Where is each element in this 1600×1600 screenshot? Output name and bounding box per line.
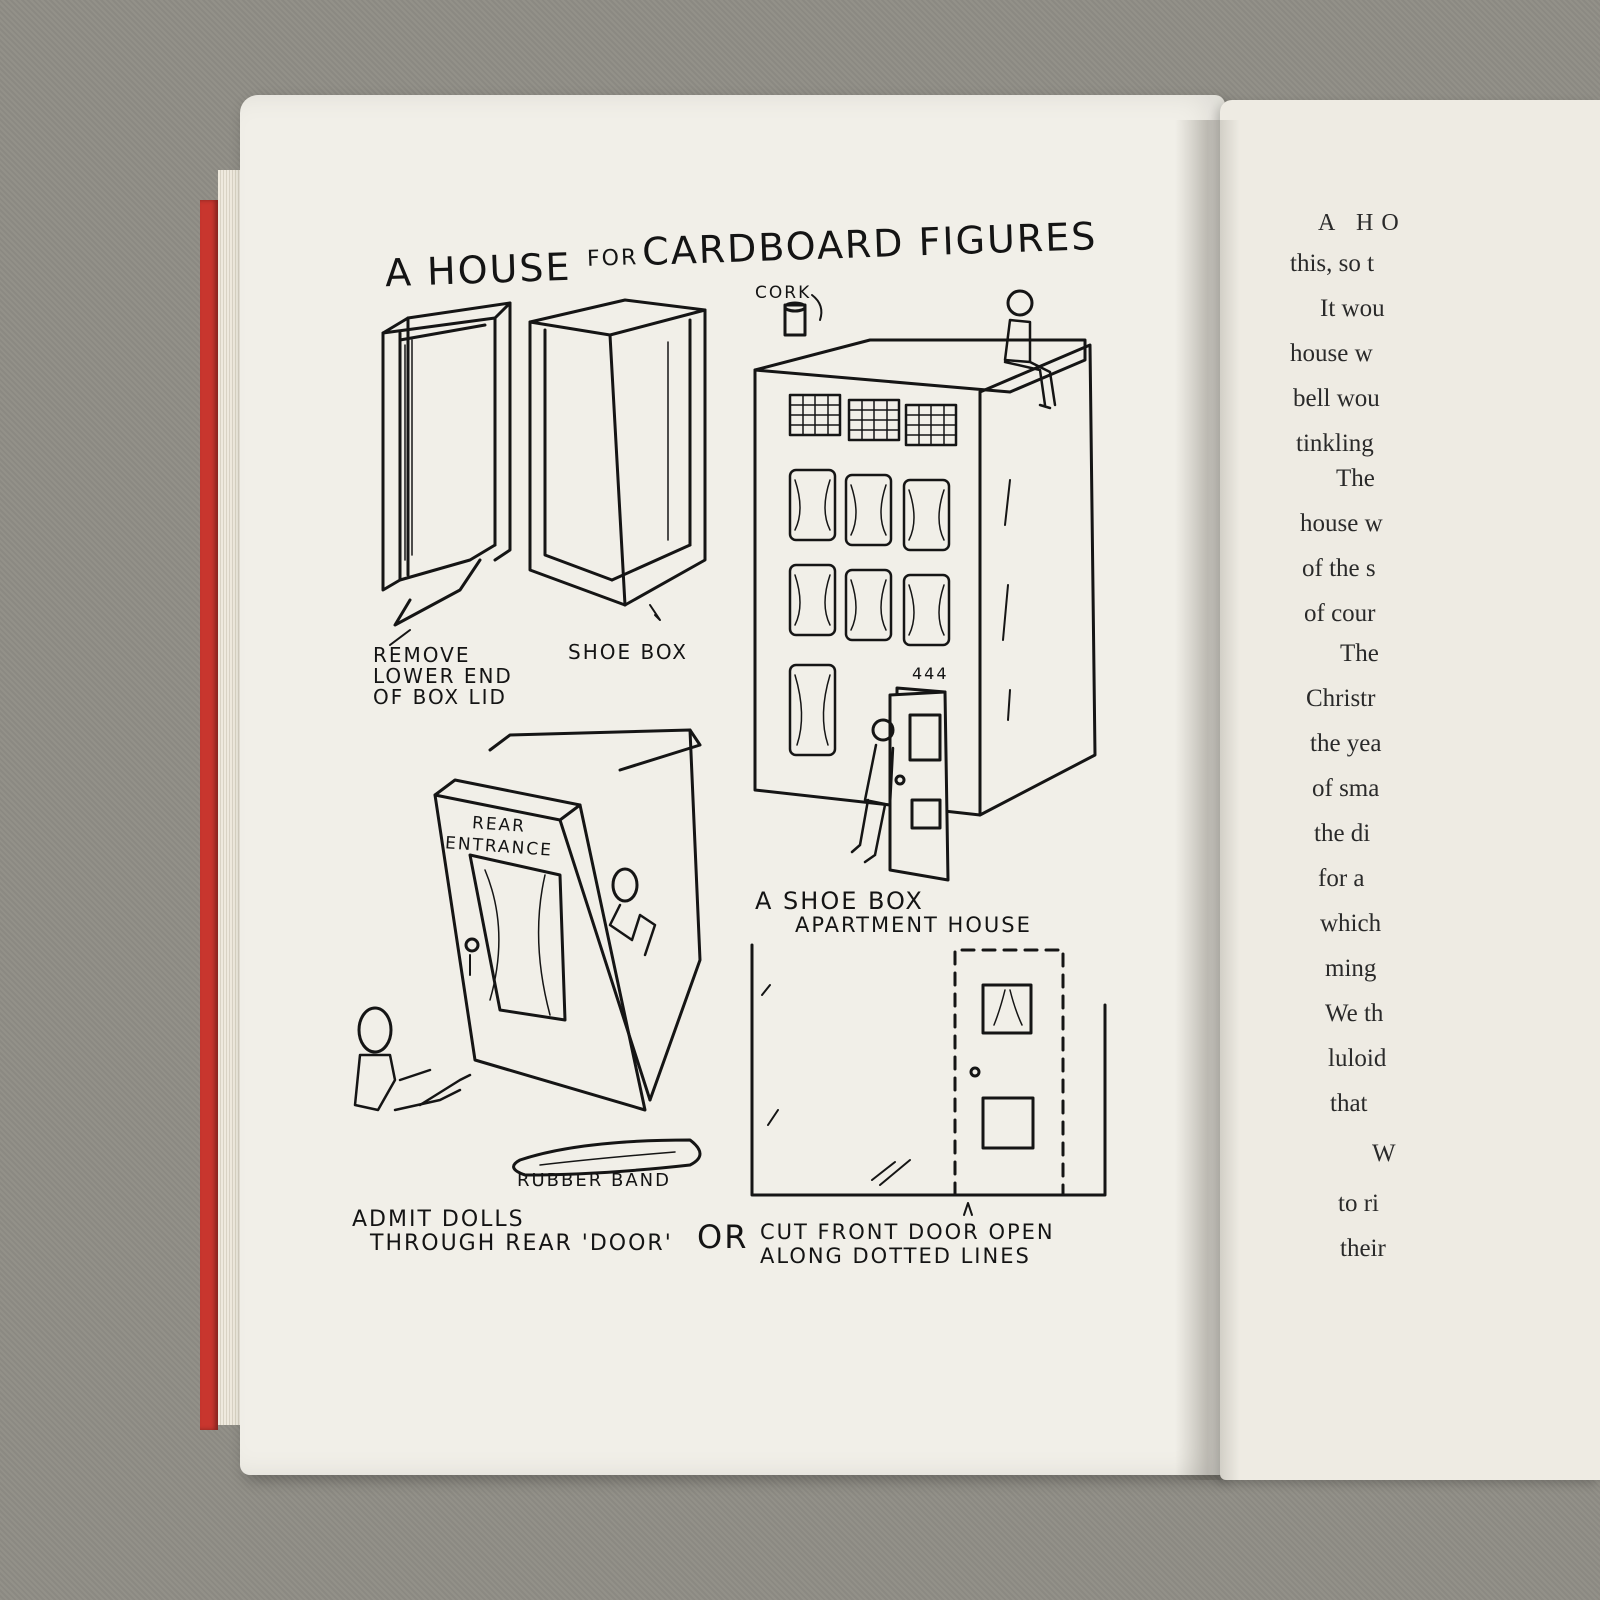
right-line: It wou — [1320, 295, 1385, 322]
right-line: bell wou — [1293, 385, 1380, 412]
right-line: A HO — [1318, 210, 1407, 236]
right-line: which — [1320, 910, 1382, 937]
box-lid-drawing — [381, 301, 512, 627]
book-gutter — [1175, 120, 1240, 1480]
right-line: of cour — [1304, 600, 1376, 627]
right-line: of sma — [1312, 775, 1380, 802]
title-a-house: A HOUSE — [384, 244, 573, 296]
right-line: tinkling — [1296, 430, 1374, 457]
apartment-house-drawing — [753, 289, 1097, 882]
shoe-box-drawing — [528, 298, 707, 621]
label-apartment-house: APARTMENT HOUSE — [795, 913, 1032, 937]
right-line: The — [1336, 465, 1375, 492]
right-line: their — [1340, 1235, 1386, 1262]
right-page — [1220, 100, 1600, 1480]
label-remove-line-1: REMOVE — [373, 643, 471, 667]
right-line: of the s — [1302, 555, 1376, 582]
right-line: house w — [1290, 340, 1373, 367]
label-through-rear-door: THROUGH REAR 'DOOR' — [370, 1231, 673, 1256]
right-line: ming — [1325, 955, 1377, 982]
label-cut-front-door: CUT FRONT DOOR OPEN — [760, 1220, 1055, 1244]
right-line: W — [1372, 1140, 1396, 1167]
red-book-cover — [200, 200, 218, 1430]
right-line: the di — [1314, 820, 1371, 847]
right-line: the yea — [1310, 730, 1382, 757]
right-line: that — [1330, 1090, 1368, 1117]
title-for: FOR — [586, 245, 639, 272]
right-line: house w — [1300, 510, 1383, 537]
label-house-number: 444 — [912, 664, 949, 683]
label-shoe-box: SHOE BOX — [568, 640, 689, 664]
right-line: The — [1340, 640, 1379, 667]
label-rear: REAR — [471, 813, 527, 837]
right-line: Christr — [1306, 685, 1376, 712]
label-a-shoe-box: A SHOE BOX — [755, 887, 924, 915]
label-remove-line-3: OF BOX LID — [373, 685, 507, 709]
label-cork: CORK — [755, 283, 812, 303]
right-line: to ri — [1338, 1190, 1379, 1217]
label-admit-dolls: ADMIT DOLLS — [352, 1207, 525, 1232]
label-along-dotted-lines: ALONG DOTTED LINES — [760, 1244, 1031, 1268]
left-page — [240, 95, 1225, 1475]
right-line: this, so t — [1290, 250, 1375, 277]
cut-door-drawing — [750, 943, 1107, 1216]
label-or: OR — [697, 1218, 749, 1256]
label-rubber-band: RUBBER BAND — [517, 1170, 671, 1191]
right-line: luloid — [1328, 1045, 1387, 1072]
right-line: for a — [1318, 865, 1365, 892]
label-remove-line-2: LOWER END — [373, 664, 513, 688]
rear-entrance-drawing — [353, 728, 702, 1177]
right-line: We th — [1325, 1000, 1384, 1027]
